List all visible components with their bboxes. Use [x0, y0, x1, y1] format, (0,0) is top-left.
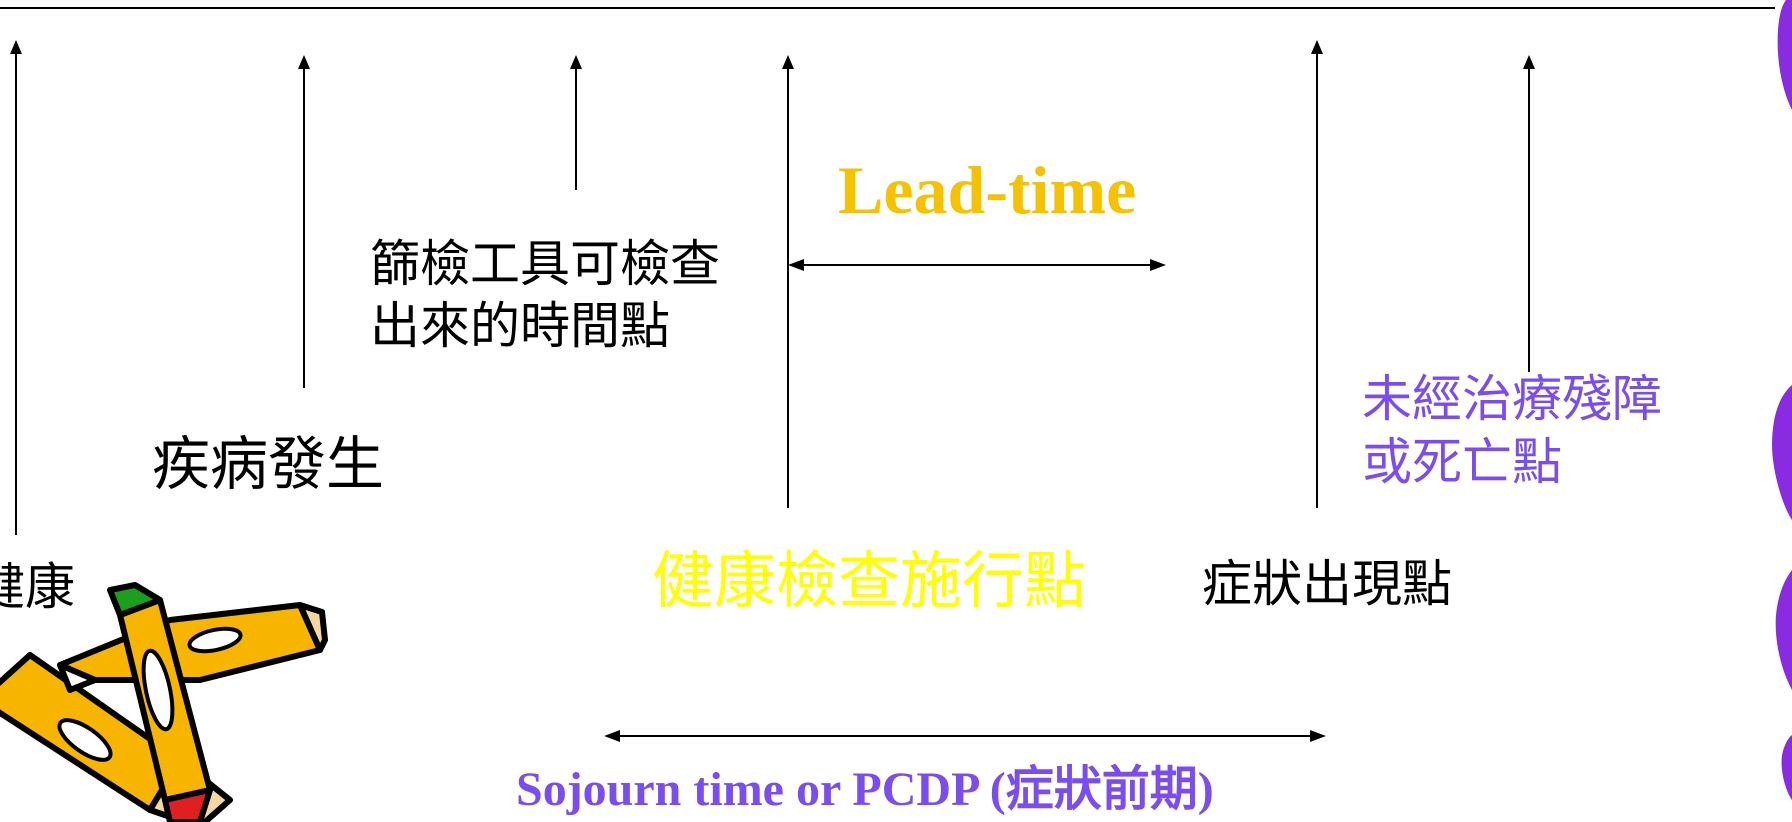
lead-time-arrow — [788, 259, 1166, 271]
crossed-pencils-icon — [0, 582, 328, 822]
arrow-symptom-onset — [1311, 40, 1323, 508]
arrow-health-check — [782, 55, 794, 508]
label-untreated-outcome-line1: 未經治療殘障 — [1362, 370, 1662, 428]
label-health-check: 健康檢查施行點 — [652, 544, 1087, 617]
sojourn-time-arrow — [604, 730, 1326, 742]
arrow-healthy — [10, 40, 22, 535]
label-lead-time: Lead-time — [838, 152, 1137, 228]
arrow-untreated-outcome — [1523, 55, 1535, 372]
right-edge-decoration — [1772, 0, 1792, 800]
label-disease-onset: 疾病發生 — [152, 430, 385, 498]
label-untreated-outcome-line2: 或死亡點 — [1362, 433, 1562, 491]
arrow-screen-detectable — [570, 55, 582, 190]
label-sojourn-time: Sojourn time or PCDP (症狀前期) — [516, 763, 1214, 816]
arrow-disease-onset — [298, 55, 310, 388]
label-healthy: 健康 — [0, 558, 75, 616]
label-symptom-onset: 症狀出現點 — [1202, 555, 1452, 613]
label-screen-detectable-line2: 出來的時間點 — [370, 297, 670, 355]
label-screen-detectable-line1: 篩檢工具可檢查 — [370, 235, 720, 293]
